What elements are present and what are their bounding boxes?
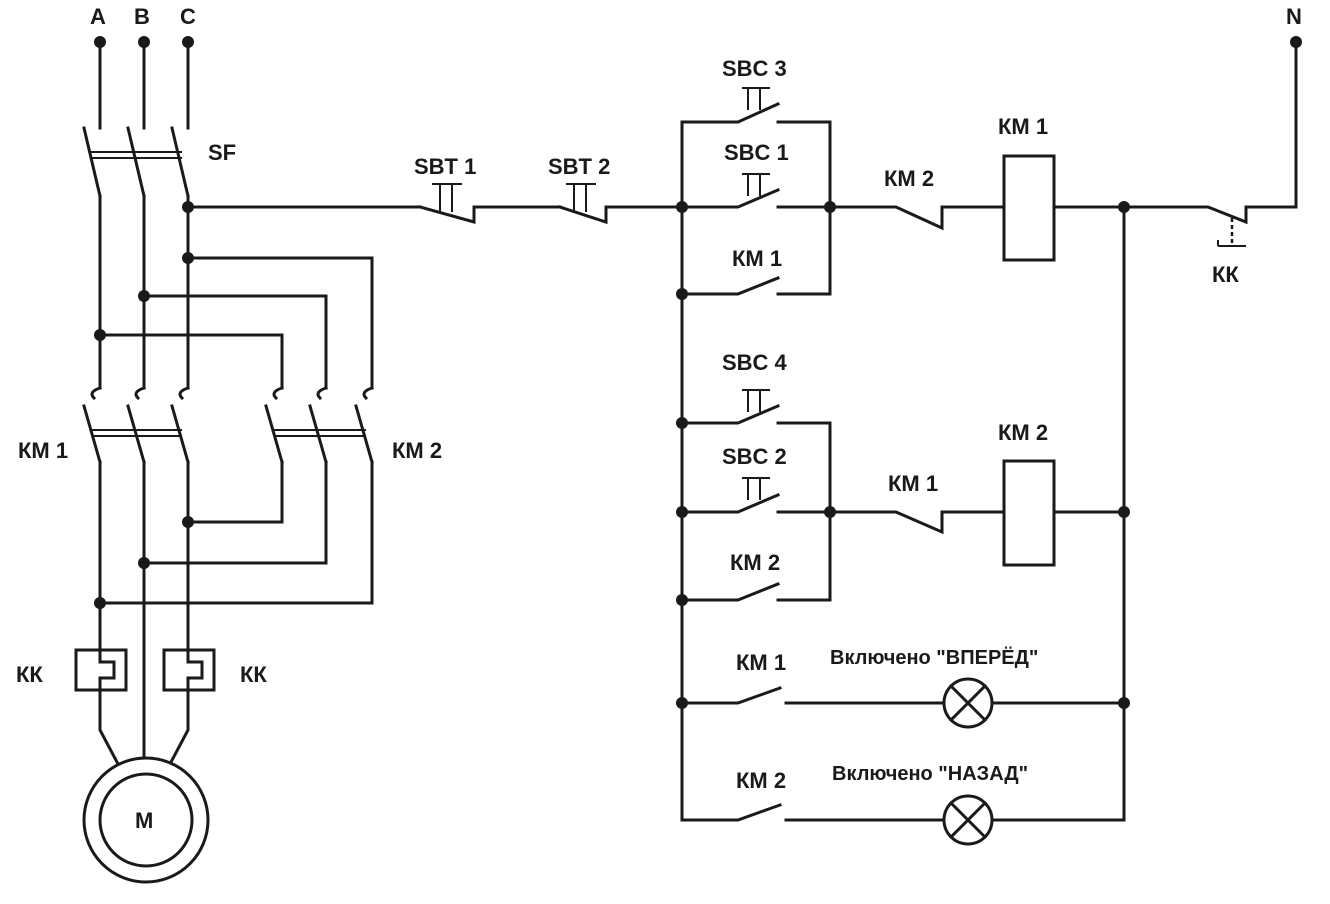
indicator-reverse-text: Включено "НАЗАД" — [832, 763, 1028, 785]
contactor-km1-main: КМ 1 — [18, 404, 190, 464]
motor-label: М — [135, 808, 153, 833]
start-button-sbc1-label: SBC 1 — [724, 140, 789, 165]
motor: М — [82, 756, 210, 884]
start-button-sbc4-label: SBC 4 — [722, 350, 788, 375]
start-button-sbc2-label: SBC 2 — [722, 444, 787, 469]
power-circuit: A B C SF КМ 1 — [16, 4, 442, 884]
overload-kk-label: КК — [1212, 262, 1239, 287]
stop-button-sbt2-label: SBT 2 — [548, 154, 610, 179]
contactor-km1-label: КМ 1 — [18, 438, 68, 463]
phase-b-label: B — [134, 4, 150, 29]
breaker-sf: SF — [82, 126, 236, 198]
phase-c-label: C — [180, 4, 196, 29]
contactor-km2-main: КМ 2 — [264, 404, 442, 464]
coil-km1-label: КМ 1 — [998, 114, 1048, 139]
thermal-relay-right-label: КК — [240, 662, 267, 687]
start-button-sbc3-label: SBC 3 — [722, 56, 787, 81]
neutral-label: N — [1286, 4, 1302, 29]
indicator-forward: КМ 1 Включено "ВПЕРЁД" — [680, 646, 1126, 729]
control-circuit: SBT 1 SBT 2 SBC 3 SBC 1 — [414, 4, 1302, 846]
coil-km1 — [1002, 154, 1056, 262]
interlock-km2-label: КМ 2 — [884, 166, 934, 191]
contactor-km2-label: КМ 2 — [392, 438, 442, 463]
breaker-sf-label: SF — [208, 140, 236, 165]
indicator-forward-contact-label: КМ 1 — [736, 650, 786, 675]
thermal-relay-kk-right: КК — [162, 648, 267, 692]
indicator-reverse: КМ 2 Включено "НАЗАД" — [680, 763, 1126, 846]
rung-reverse: SBC 4 SBC 2 КМ 2 КМ 1 КМ 2 — [680, 350, 1130, 602]
rung-forward: SBC 3 SBC 1 КМ 1 КМ 2 КМ 1 КК — [680, 4, 1302, 296]
self-hold-km2-label: КМ 2 — [730, 550, 780, 575]
stop-button-sbt2: SBT 2 — [548, 154, 684, 225]
thermal-relay-left-label: КК — [16, 662, 43, 687]
phase-a-label: A — [90, 4, 106, 29]
indicator-forward-text: Включено "ВПЕРЁД" — [830, 646, 1038, 669]
stop-button-sbt1: SBT 1 — [414, 154, 562, 224]
neutral-terminal — [1290, 36, 1302, 48]
self-hold-km1-label: КМ 1 — [732, 246, 782, 271]
coil-km2 — [1002, 459, 1056, 567]
indicator-reverse-contact-label: КМ 2 — [736, 768, 786, 793]
interlock-km1-label: КМ 1 — [888, 471, 938, 496]
thermal-relay-kk-left: КК — [16, 648, 128, 692]
coil-km2-label: КМ 2 — [998, 420, 1048, 445]
stop-button-sbt1-label: SBT 1 — [414, 154, 476, 179]
